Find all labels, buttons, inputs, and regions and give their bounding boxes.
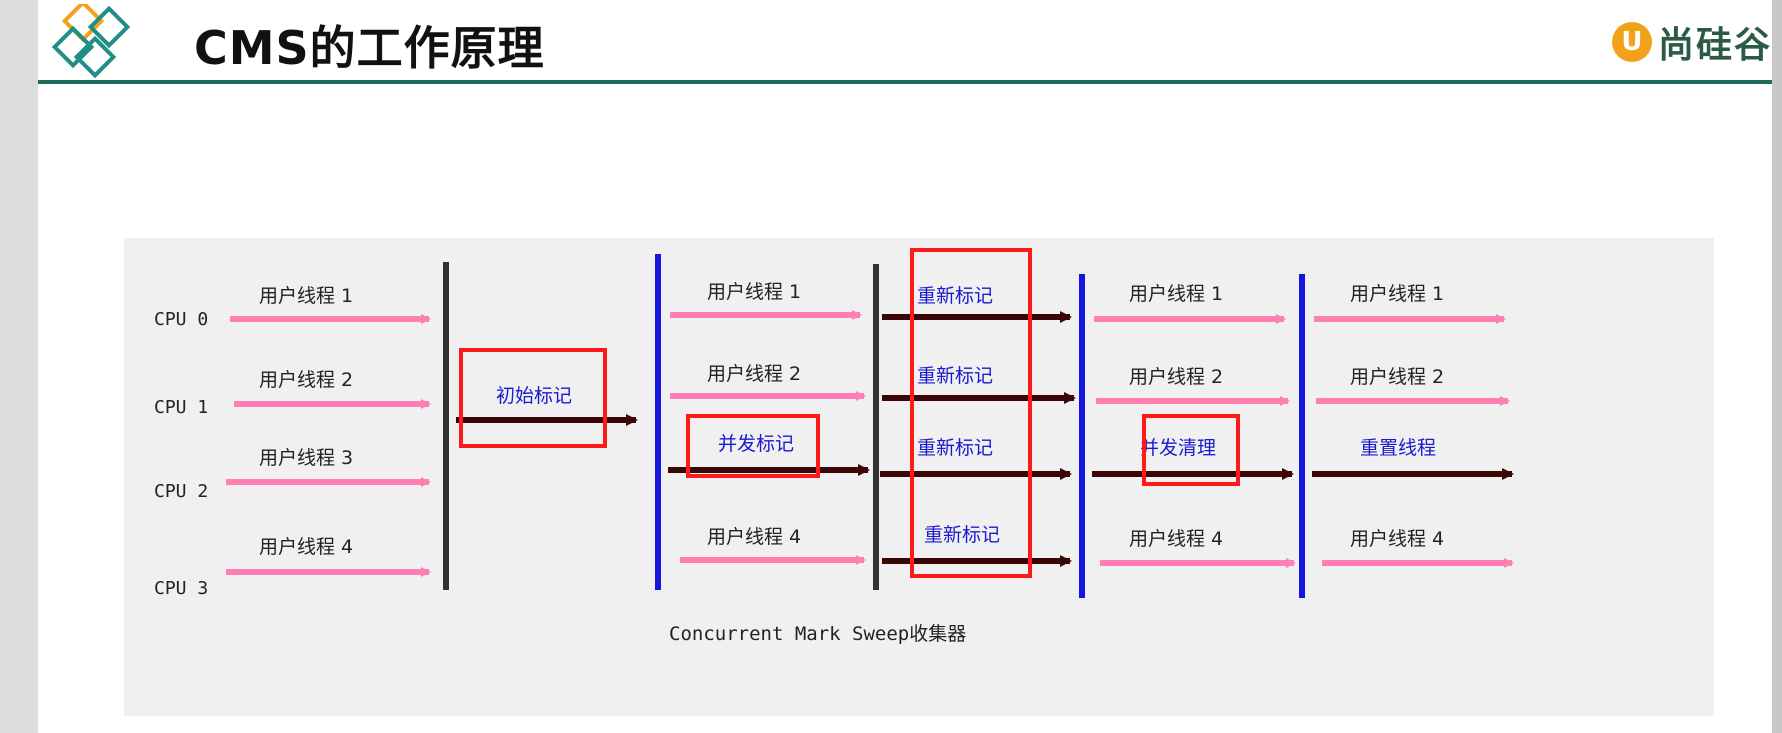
right-window-edge: [1772, 0, 1782, 733]
left-window-edge: [0, 0, 38, 733]
user-thread-label: 用户线程 2: [1129, 366, 1223, 388]
cpu-label-2: CPU 2: [154, 481, 208, 502]
initial-mark-label: 初始标记: [496, 385, 572, 407]
cms-diagram: CPU 0 CPU 1 CPU 2 CPU 3 用户线程 1 用户线程 2 用户…: [154, 248, 1514, 645]
cpu-label-0: CPU 0: [154, 309, 208, 330]
concurrent-mark-label: 并发标记: [718, 433, 794, 455]
slide-header: CMS的工作原理 U 尚硅谷: [38, 0, 1772, 82]
remark-label: 重新标记: [917, 365, 993, 387]
user-thread-label: 用户线程 1: [1350, 283, 1444, 305]
user-thread-label: 用户线程 4: [259, 536, 353, 558]
diamond-logo-icon: [51, 4, 131, 79]
page-title: CMS的工作原理: [194, 21, 545, 75]
diagram-caption: Concurrent Mark Sweep收集器: [669, 623, 966, 645]
brand-badge-icon: U: [1611, 22, 1652, 62]
highlight-box: [686, 414, 820, 478]
user-thread-label: 用户线程 1: [1129, 283, 1223, 305]
cpu-label-3: CPU 3: [154, 578, 208, 599]
user-thread-label: 用户线程 2: [1350, 366, 1444, 388]
user-thread-label: 用户线程 2: [707, 363, 801, 385]
user-thread-label: 用户线程 3: [259, 447, 353, 469]
user-thread-label: 用户线程 4: [1350, 528, 1444, 550]
cms-diagram-panel: CPU 0 CPU 1 CPU 2 CPU 3 用户线程 1 用户线程 2 用户…: [124, 238, 1714, 716]
brand-logo: U 尚硅谷: [1611, 18, 1772, 66]
highlight-box: [1142, 414, 1240, 486]
user-thread-label: 用户线程 1: [259, 285, 353, 307]
cpu-label-1: CPU 1: [154, 397, 208, 418]
remark-label: 重新标记: [917, 437, 993, 459]
highlight-box: [910, 248, 1032, 578]
brand-name: 尚硅谷: [1657, 25, 1772, 66]
highlight-box: [459, 348, 607, 448]
header-divider: [38, 80, 1772, 84]
user-thread-label: 用户线程 4: [1129, 528, 1223, 550]
remark-label: 重新标记: [924, 524, 1000, 546]
slide: CMS的工作原理 U 尚硅谷 CPU 0 CPU 1 CPU 2 CPU 3 用…: [38, 0, 1772, 733]
user-thread-label: 用户线程 4: [707, 526, 801, 548]
remark-label: 重新标记: [917, 285, 993, 307]
user-thread-label: 用户线程 2: [259, 369, 353, 391]
reset-threads-label: 重置线程: [1360, 437, 1436, 459]
concurrent-sweep-label: 并发清理: [1140, 437, 1216, 459]
user-thread-label: 用户线程 1: [707, 281, 801, 303]
